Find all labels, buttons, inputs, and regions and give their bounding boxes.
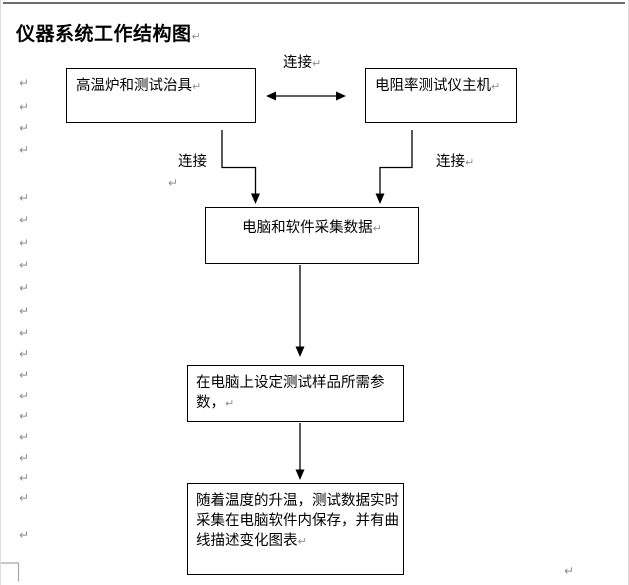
flow-box-record-label: 随着温度的升温，测试数据实时 采集在电脑软件内保存，并有曲 线描述变化图表 xyxy=(196,493,399,549)
page-left-border xyxy=(0,0,1,585)
paragraph-mark: ↵ xyxy=(19,121,30,135)
right-elbow-arrow[interactable] xyxy=(375,130,413,204)
paragraph-mark: ↵ xyxy=(19,304,30,318)
paragraph-mark: ↵ xyxy=(491,80,501,93)
paragraph-mark: ↵ xyxy=(19,471,30,485)
paragraph-mark: ↵ xyxy=(19,213,30,227)
paragraph-mark: ↵ xyxy=(312,57,322,70)
connector-label-top: 连接↵ xyxy=(283,51,321,72)
paragraph-mark: ↵ xyxy=(19,528,30,542)
paragraph-mark: ↵ xyxy=(19,347,30,361)
paragraph-mark: ↵ xyxy=(19,281,30,295)
page-title: 仪器系统工作结构图↵ xyxy=(16,19,201,46)
paragraph-mark: ↵ xyxy=(372,222,382,235)
paragraph-mark: ↵ xyxy=(19,236,30,250)
paragraph-mark: ↵ xyxy=(168,176,179,190)
flow-box-computer-label: 电脑和软件采集数据 xyxy=(242,220,373,236)
paragraph-mark: ↵ xyxy=(19,491,30,505)
paragraph-mark: ↵ xyxy=(19,326,30,340)
flow-box-tester[interactable]: 电阻率测试仪主机↵ xyxy=(365,68,517,123)
paragraph-mark: ↵ xyxy=(191,30,202,43)
paragraph-mark: ↵ xyxy=(19,409,30,423)
connector-label-left: 连接 xyxy=(178,150,207,171)
page-top-border xyxy=(3,2,625,4)
paragraph-mark: ↵ xyxy=(19,430,30,444)
paragraph-mark: ↵ xyxy=(19,451,30,465)
paragraph-mark: ↵ xyxy=(225,397,235,410)
paragraph-mark: ↵ xyxy=(297,535,307,548)
double-arrow-connector[interactable] xyxy=(266,91,346,101)
connector-label-left-text: 连接 xyxy=(178,154,207,170)
flow-box-furnace[interactable]: 高温炉和测试治具↵ xyxy=(66,68,256,123)
connector-label-right: 连接↵ xyxy=(436,150,474,171)
paragraph-mark: ↵ xyxy=(19,389,30,403)
flow-box-record[interactable]: 随着温度的升温，测试数据实时 采集在电脑软件内保存，并有曲 线描述变化图表↵ xyxy=(187,483,404,575)
paragraph-mark: ↵ xyxy=(19,368,30,382)
paragraph-mark: ↵ xyxy=(465,156,475,169)
paragraph-mark: ↵ xyxy=(564,564,575,578)
paragraph-mark: ↵ xyxy=(19,100,30,114)
paragraph-mark: ↵ xyxy=(19,258,30,272)
text-boundary-mark xyxy=(1,562,20,582)
flow-box-params[interactable]: 在电脑上设定测试样品所需参 数，↵ xyxy=(187,365,404,422)
connector-label-right-text: 连接 xyxy=(436,154,465,170)
arrow-params-to-record[interactable] xyxy=(295,423,305,480)
flow-box-computer[interactable]: 电脑和软件采集数据↵ xyxy=(205,207,419,264)
left-elbow-arrow[interactable] xyxy=(221,130,260,204)
flow-box-tester-label: 电阻率测试仪主机 xyxy=(375,78,491,94)
connector-label-top-text: 连接 xyxy=(283,55,312,71)
paragraph-mark: ↵ xyxy=(19,191,30,205)
page-title-text: 仪器系统工作结构图 xyxy=(16,23,192,45)
flow-box-params-label: 在电脑上设定测试样品所需参 数， xyxy=(196,375,385,411)
arrow-computer-to-params[interactable] xyxy=(295,265,305,357)
flow-box-furnace-label: 高温炉和测试治具 xyxy=(76,78,192,94)
paragraph-mark: ↵ xyxy=(19,143,30,157)
paragraph-mark: ↵ xyxy=(19,76,30,90)
paragraph-mark: ↵ xyxy=(192,80,202,93)
